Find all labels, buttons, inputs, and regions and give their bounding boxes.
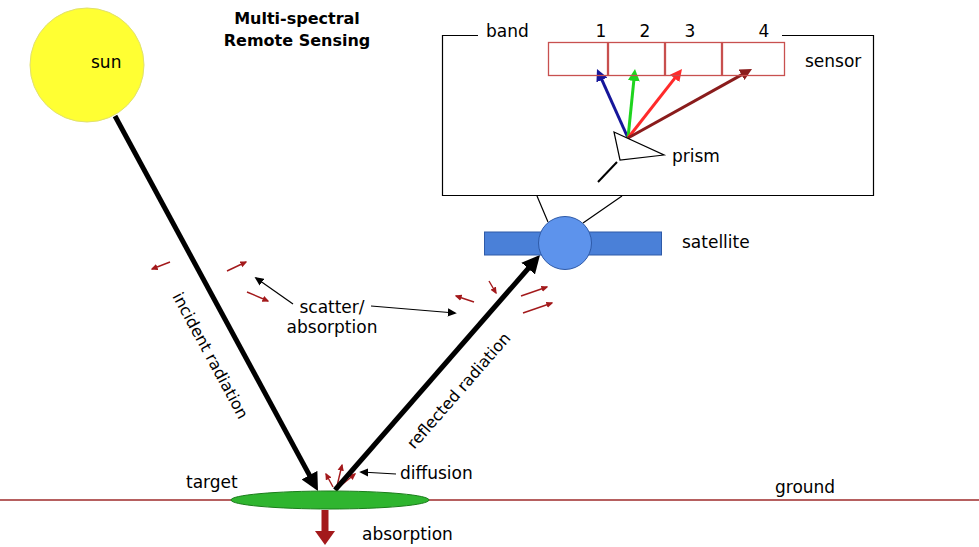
sensor-strip: 1234sensor bbox=[548, 42, 785, 76]
label-holder: band bbox=[486, 21, 529, 41]
label-holder: satellite bbox=[682, 232, 750, 252]
band-cell-shape bbox=[665, 42, 722, 76]
node-label: sensor bbox=[805, 51, 861, 71]
annotation-label: scatter/ absorption bbox=[272, 297, 392, 338]
annotation-holder: ground bbox=[775, 477, 835, 497]
label-holder: 2 bbox=[640, 21, 651, 41]
leader-line bbox=[256, 278, 293, 304]
label-holder: sun bbox=[91, 52, 121, 72]
label-holder: 4 bbox=[759, 21, 770, 41]
annotation-holder: diffusion bbox=[400, 463, 473, 483]
leader-line bbox=[361, 472, 396, 474]
leader-line bbox=[371, 306, 455, 313]
label-holder: sensor bbox=[805, 51, 861, 71]
sun-circle-shape bbox=[29, 7, 145, 123]
band-cell-outline bbox=[609, 43, 665, 76]
band-cell-shape bbox=[722, 42, 785, 76]
label-holder: prism bbox=[672, 146, 720, 166]
annotation-label: absorption bbox=[362, 524, 453, 544]
node-label: 3 bbox=[685, 21, 696, 41]
node-label: satellite bbox=[682, 232, 750, 252]
annotation-label: ground bbox=[775, 477, 835, 497]
absorption-shaft bbox=[322, 510, 329, 532]
band-ray bbox=[628, 76, 677, 138]
scatter-arrow bbox=[152, 262, 170, 269]
band-cell-outline bbox=[723, 43, 785, 76]
incident-radiation-arrow bbox=[115, 116, 312, 480]
satellite: satellite bbox=[484, 216, 662, 270]
zoom-callout-lines bbox=[537, 196, 622, 223]
satellite-shape bbox=[484, 216, 662, 270]
edge-label-holder: reflected radiation bbox=[403, 329, 514, 453]
prism: prism bbox=[612, 128, 670, 168]
sensor-inset-panel: 1234sensorprismband bbox=[442, 35, 874, 196]
absorption-head bbox=[315, 531, 335, 545]
band-cell: 3 bbox=[665, 42, 722, 76]
diffusion-arrow bbox=[326, 474, 333, 487]
band-cell: 2 bbox=[608, 42, 665, 76]
label-holder: 3 bbox=[685, 21, 696, 41]
satellite-body bbox=[539, 217, 592, 270]
band-cell: 4 bbox=[722, 42, 785, 76]
prism-shape bbox=[612, 128, 670, 168]
annotation-holder: scatter/ absorption bbox=[272, 297, 392, 338]
scatter-arrow bbox=[247, 292, 268, 301]
band-ray bbox=[600, 77, 628, 138]
label-holder: target bbox=[186, 472, 238, 492]
band-cell: 1 bbox=[548, 42, 608, 76]
leader-lines bbox=[256, 278, 455, 474]
band-cell-shape bbox=[548, 42, 608, 76]
diagram-title: Multi-spectral Remote Sensing bbox=[212, 8, 382, 52]
node-label: 2 bbox=[640, 21, 651, 41]
node-label: 1 bbox=[596, 21, 607, 41]
prism-input-ray bbox=[598, 162, 617, 182]
node-label: prism bbox=[672, 146, 720, 166]
prism-triangle bbox=[614, 132, 664, 160]
label-holder: 1 bbox=[596, 21, 607, 41]
band-cell-shape bbox=[608, 42, 665, 76]
scatter-arrow bbox=[227, 262, 246, 271]
scatter-arrow bbox=[456, 296, 474, 302]
scatter-arrow bbox=[489, 281, 496, 293]
absorption-arrow bbox=[315, 510, 335, 545]
edge-label: reflected radiation bbox=[403, 329, 514, 453]
ground-line bbox=[0, 499, 979, 501]
annotation-label: diffusion bbox=[400, 463, 473, 483]
inset-bracket bbox=[443, 36, 874, 196]
node-label: sun bbox=[91, 52, 121, 72]
node-label: target bbox=[186, 472, 238, 492]
sun-disc bbox=[30, 8, 144, 122]
edge-label: incident radiation bbox=[168, 289, 252, 422]
node-label: 4 bbox=[759, 21, 770, 41]
band-ray bbox=[628, 73, 745, 138]
node-label: band bbox=[486, 21, 529, 41]
target-ellipse: target bbox=[230, 490, 430, 510]
edge-label-holder: incident radiation bbox=[168, 289, 252, 422]
band-cell-outline bbox=[666, 43, 722, 76]
title-holder: Multi-spectral Remote Sensing bbox=[212, 8, 382, 52]
target-ellipse-shape bbox=[230, 490, 430, 510]
scatter-arrow bbox=[521, 287, 547, 296]
band-cell-outline bbox=[549, 43, 608, 76]
annotation-holder: absorption bbox=[362, 524, 453, 544]
scatter-arrow bbox=[523, 303, 552, 313]
target-patch bbox=[231, 491, 429, 509]
sun-circle: sun bbox=[29, 7, 145, 123]
